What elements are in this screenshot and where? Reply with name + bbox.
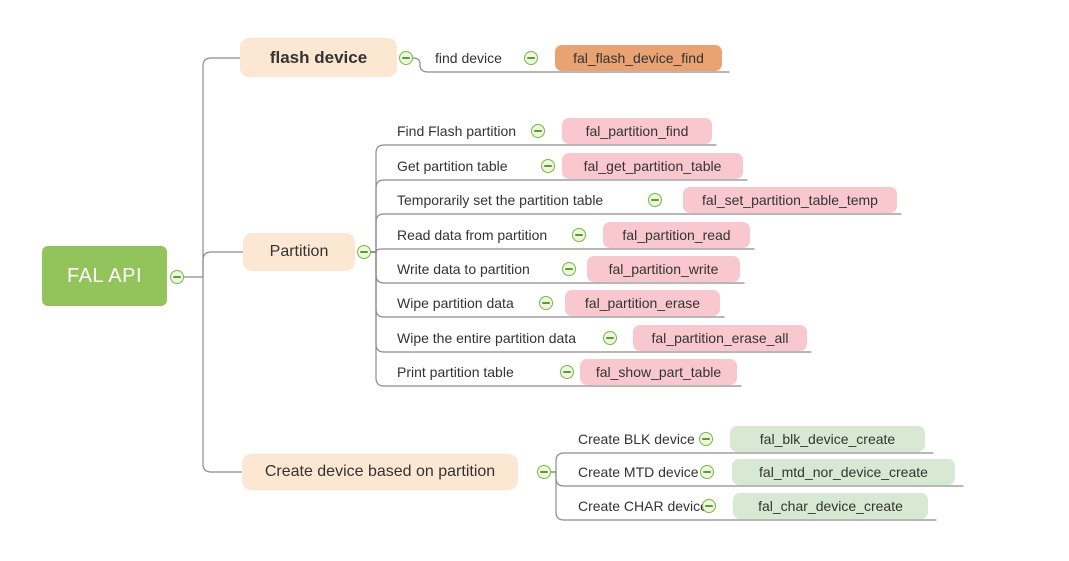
subtopic-find-flash-partition[interactable]: Find Flash partition bbox=[397, 123, 517, 139]
fn-fal-partition-read[interactable]: fal_partition_read bbox=[603, 222, 750, 248]
subtopic-read-data-from-partition[interactable]: Read data from partition bbox=[397, 227, 548, 243]
subtopic-get-partition-table[interactable]: Get partition table bbox=[397, 158, 508, 174]
subtopic-find-device[interactable]: find device bbox=[435, 50, 502, 66]
subtopic-create-blk-device[interactable]: Create BLK device bbox=[578, 431, 695, 447]
collapse-icon-find-flash-partition[interactable] bbox=[531, 124, 545, 138]
connector bbox=[370, 251, 742, 387]
fn-fal-char-device-create[interactable]: fal_char_device_create bbox=[733, 493, 928, 519]
collapse-icon-wipe-entire-partition-data[interactable] bbox=[603, 331, 617, 345]
collapse-icon-create-char-device[interactable] bbox=[702, 499, 716, 513]
fn-fal-flash-device-find[interactable]: fal_flash_device_find bbox=[555, 45, 722, 71]
node-partition[interactable]: Partition bbox=[243, 233, 355, 271]
fn-fal-get-partition-table[interactable]: fal_get_partition_table bbox=[562, 153, 743, 179]
connector bbox=[202, 57, 241, 278]
collapse-icon-create-mtd-device[interactable] bbox=[700, 465, 714, 479]
connector bbox=[202, 251, 244, 278]
node-flash-device[interactable]: flash device bbox=[240, 38, 397, 77]
connector bbox=[370, 179, 748, 253]
collapse-icon-get-partition-table[interactable] bbox=[541, 159, 555, 173]
collapse-icon-root[interactable] bbox=[170, 270, 184, 284]
collapse-icon-write-data-to-partition[interactable] bbox=[562, 262, 576, 276]
fn-fal-partition-find[interactable]: fal_partition_find bbox=[562, 118, 712, 144]
collapse-icon-wipe-partition-data[interactable] bbox=[539, 296, 553, 310]
collapse-icon-flash-device[interactable] bbox=[399, 51, 413, 65]
subtopic-create-mtd-device[interactable]: Create MTD device bbox=[578, 464, 699, 480]
subtopic-wipe-partition-data[interactable]: Wipe partition data bbox=[397, 295, 514, 311]
fn-fal-mtd-nor-device-create[interactable]: fal_mtd_nor_device_create bbox=[732, 459, 955, 485]
node-create-device-based-on-partition[interactable]: Create device based on partition bbox=[242, 454, 518, 490]
collapse-icon-temporarily-set-partition-table[interactable] bbox=[648, 193, 662, 207]
connector bbox=[370, 248, 755, 253]
connector bbox=[370, 144, 717, 253]
subtopic-create-char-device[interactable]: Create CHAR device bbox=[578, 498, 708, 514]
subtopic-print-partition-table[interactable]: Print partition table bbox=[397, 364, 514, 380]
collapse-icon-create-device[interactable] bbox=[537, 465, 551, 479]
connector bbox=[550, 452, 934, 473]
collapse-icon-partition[interactable] bbox=[357, 245, 371, 259]
fn-fal-partition-erase[interactable]: fal_partition_erase bbox=[565, 290, 720, 316]
collapse-icon-find-device[interactable] bbox=[524, 51, 538, 65]
fn-fal-blk-device-create[interactable]: fal_blk_device_create bbox=[730, 426, 925, 452]
subtopic-temporarily-set-partition-table[interactable]: Temporarily set the partition table bbox=[397, 192, 604, 208]
connector bbox=[412, 57, 730, 73]
subtopic-write-data-to-partition[interactable]: Write data to partition bbox=[397, 261, 530, 277]
fn-fal-partition-erase-all[interactable]: fal_partition_erase_all bbox=[633, 325, 807, 351]
connector bbox=[370, 213, 902, 253]
collapse-icon-create-blk-device[interactable] bbox=[699, 432, 713, 446]
connector bbox=[550, 471, 937, 521]
collapse-icon-print-partition-table[interactable] bbox=[560, 365, 574, 379]
collapse-icon-read-data-from-partition[interactable] bbox=[572, 228, 586, 242]
fn-fal-set-partition-table-temp[interactable]: fal_set_partition_table_temp bbox=[683, 187, 897, 213]
subtopic-wipe-entire-partition-data[interactable]: Wipe the entire partition data bbox=[397, 330, 576, 346]
node-fal-api[interactable]: FAL API bbox=[42, 246, 167, 306]
connector bbox=[202, 276, 243, 473]
fn-fal-show-part-table[interactable]: fal_show_part_table bbox=[580, 359, 737, 385]
fn-fal-partition-write[interactable]: fal_partition_write bbox=[587, 256, 740, 282]
